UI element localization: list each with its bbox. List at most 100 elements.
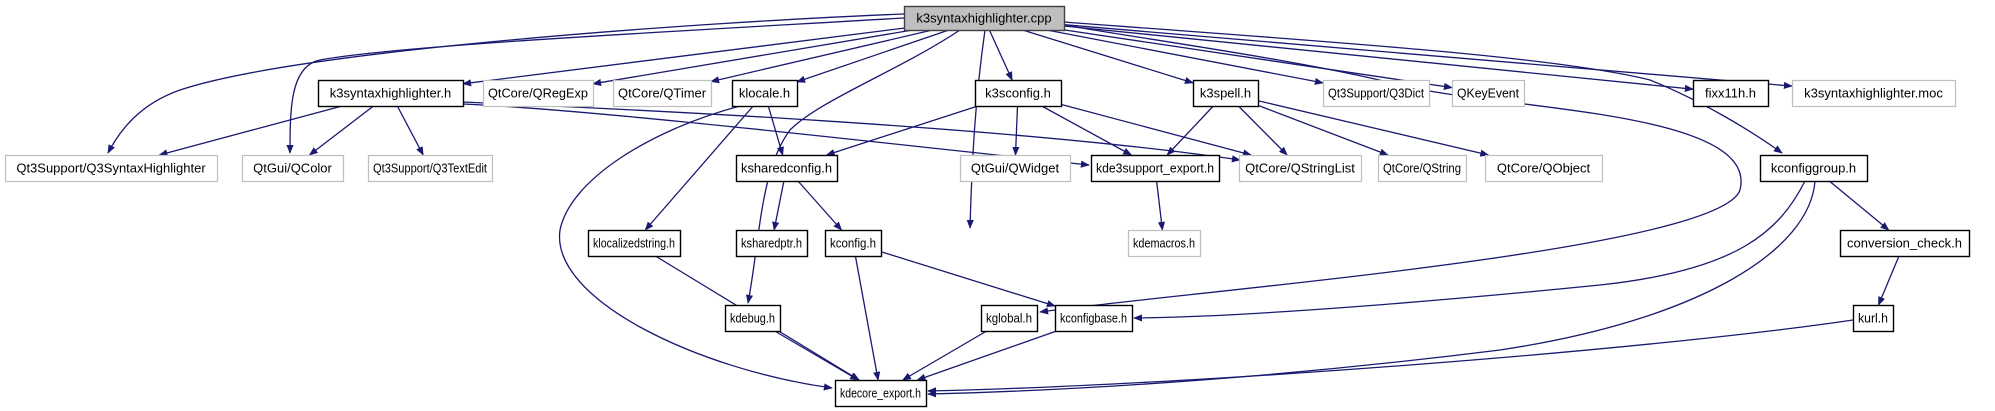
node-box	[367, 154, 494, 183]
edge-root-to-k3spell	[1022, 29, 1194, 84]
node-box	[735, 154, 839, 183]
edge-conversion_check-to-kurl	[1877, 255, 1900, 306]
node-label: kde3support_export.h	[1096, 161, 1214, 176]
node-box	[903, 5, 1066, 32]
node-q3dict: Qt3Support/Q3Dict	[1322, 79, 1431, 108]
node-ksharedconfig[interactable]: ksharedconfig.h	[735, 154, 839, 183]
edge-k3spell-to-qstringlist	[1237, 105, 1288, 156]
edge-kconfiggroup-to-conversion_check	[1828, 180, 1890, 231]
node-box	[1852, 304, 1895, 333]
node-kdecore-export[interactable]: kdecore_export.h	[834, 379, 928, 408]
node-q3synhl: Qt3Support/Q3SyntaxHighlighter	[4, 154, 219, 183]
node-label: fixx11h.h	[1705, 86, 1756, 101]
node-label: klocalizedstring.h	[593, 236, 675, 251]
node-box	[1759, 154, 1869, 183]
edge-k3sh_h-to-q3textedit	[396, 105, 424, 156]
node-kconfiggroup[interactable]: kconfiggroup.h	[1759, 154, 1869, 183]
edge-kglobal-to-kdecore_export	[902, 330, 988, 381]
node-box	[974, 79, 1063, 108]
node-label: QtCore/QObject	[1497, 161, 1591, 176]
edge-root-to-moc	[1063, 24, 1793, 90]
node-label: kurl.h	[1858, 311, 1888, 326]
node-label: kconfig.h	[830, 236, 876, 251]
node-kconfigbase[interactable]: kconfigbase.h	[1054, 304, 1134, 333]
edge-klocale-to-kdecore_export	[559, 105, 833, 391]
node-kde3support-export[interactable]: kde3support_export.h	[1090, 154, 1221, 183]
node-label: kdemacros.h	[1133, 236, 1195, 251]
node-label: Qt3Support/Q3SyntaxHighlighter	[16, 161, 206, 176]
edge-kconfiggroup-to-kdecore_export	[927, 180, 1816, 398]
edge-klocale-to-ksharedconfig	[767, 105, 784, 156]
node-box	[1238, 154, 1363, 183]
node-label: QKeyEvent	[1457, 86, 1519, 101]
node-qkeyevent: QKeyEvent	[1451, 79, 1526, 108]
node-box	[587, 229, 682, 258]
node-box	[980, 304, 1039, 333]
edge-k3sconfig-to-qstringlist	[1060, 103, 1252, 157]
node-label: k3syntaxhighlighter.moc	[1804, 86, 1943, 101]
node-klocale[interactable]: klocale.h	[731, 79, 799, 108]
node-qstring: QtCore/QString	[1377, 154, 1468, 183]
node-label: klocale.h	[739, 86, 790, 101]
node-moc: k3syntaxhighlighter.moc	[1791, 79, 1957, 108]
edge-root-to-q3dict	[1046, 29, 1324, 85]
node-conversion-check[interactable]: conversion_check.h	[1839, 229, 1971, 258]
node-label: QtCore/QRegExp	[488, 86, 588, 101]
edge-k3sconfig-to-kde3support_export	[1041, 105, 1133, 156]
node-label: kconfiggroup.h	[1771, 161, 1856, 176]
node-fixx11h[interactable]: fixx11h.h	[1692, 79, 1770, 108]
node-kdebug[interactable]: kdebug.h	[724, 304, 782, 333]
node-box	[1192, 79, 1260, 108]
edge-root-to-klocale	[796, 29, 950, 83]
edge-root-to-qkeyevent	[1063, 29, 1453, 90]
node-qobject: QtCore/QObject	[1484, 154, 1604, 183]
edge-root-to-qregexp	[592, 29, 913, 87]
node-qregexp: QtCore/QRegExp	[482, 79, 595, 108]
edge-kdebug-to-kdecore_export	[774, 330, 860, 381]
edge-root-to-fixx11h	[1063, 25, 1694, 92]
node-k3spell[interactable]: k3spell.h	[1192, 79, 1260, 108]
node-box	[959, 154, 1072, 183]
node-box	[1692, 79, 1770, 108]
node-box	[612, 79, 713, 108]
edge-kurl-to-kdecore_export	[927, 319, 1854, 395]
node-ksharedptr[interactable]: ksharedptr.h	[735, 229, 809, 258]
node-box	[1451, 79, 1526, 108]
edge-kconfiggroup-to-kconfigbase	[1133, 180, 1806, 322]
node-label: ksharedconfig.h	[741, 161, 832, 176]
node-root[interactable]: k3syntaxhighlighter.cpp	[903, 5, 1066, 32]
node-label: QtCore/QString	[1383, 161, 1461, 176]
node-qstringlist: QtCore/QStringList	[1238, 154, 1363, 183]
node-kconfig[interactable]: kconfig.h	[824, 229, 883, 258]
node-k3sconfig[interactable]: k3sconfig.h	[974, 79, 1063, 108]
node-box	[317, 79, 465, 108]
edge-ksharedconfig-to-kconfig	[797, 180, 843, 231]
node-box	[731, 79, 799, 108]
node-box	[1791, 79, 1957, 108]
node-box	[1322, 79, 1431, 108]
nodes-layer: k3syntaxhighlighter.cpp k3syntaxhighlight…	[4, 5, 1971, 408]
node-qtimer: QtCore/QTimer	[612, 79, 713, 108]
edges-layer	[107, 13, 1900, 398]
node-label: k3spell.h	[1200, 86, 1251, 101]
edge-root-to-kconfiggroup	[1063, 21, 1783, 154]
edge-k3sconfig-to-qwidget	[1012, 105, 1020, 156]
edge-root-to-qtimer	[710, 29, 933, 84]
node-label: ksharedptr.h	[741, 236, 802, 251]
edge-kde3support_export-to-kdemacros	[1155, 180, 1166, 231]
edge-k3sh_h-to-q3synhl	[158, 105, 343, 157]
node-klocalizedstring[interactable]: klocalizedstring.h	[587, 229, 682, 258]
node-k3sh-h[interactable]: k3syntaxhighlighter.h	[317, 79, 465, 108]
node-kglobal[interactable]: kglobal.h	[980, 304, 1039, 333]
node-kurl[interactable]: kurl.h	[1852, 304, 1895, 333]
edge-k3sconfig-to-ksharedconfig	[825, 105, 979, 156]
node-box	[4, 154, 219, 183]
node-box	[1484, 154, 1604, 183]
node-qcolor: QtGui/QColor	[241, 154, 345, 183]
node-label: kdebug.h	[730, 311, 775, 326]
node-kdemacros: kdemacros.h	[1127, 229, 1202, 258]
node-label: Qt3Support/Q3TextEdit	[373, 161, 487, 176]
node-box	[1090, 154, 1221, 183]
node-box	[1839, 229, 1971, 258]
